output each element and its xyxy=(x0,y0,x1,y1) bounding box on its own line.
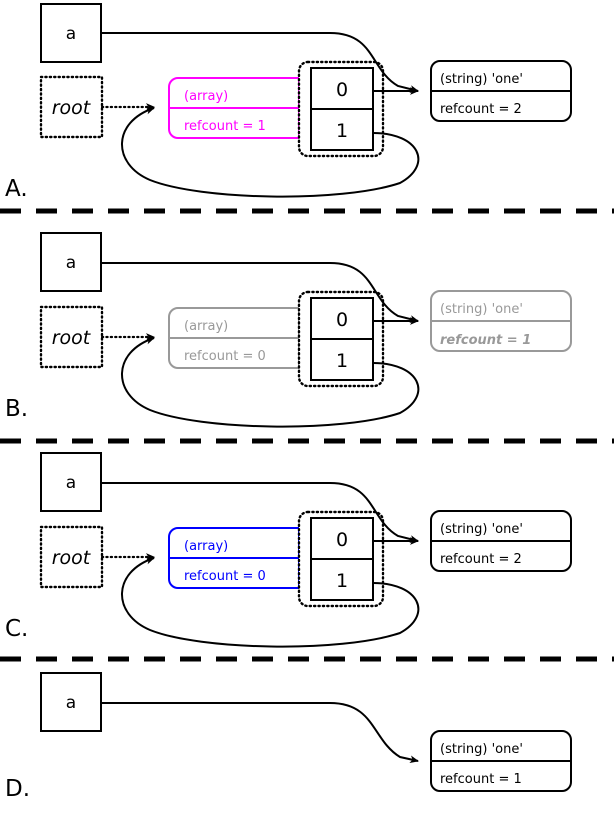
panel-C-edge-cell1-to-array xyxy=(121,556,420,648)
panel-B-variable-label: a xyxy=(66,253,76,273)
panel-C-array-refcount: refcount = 0 xyxy=(184,569,266,584)
panel-A-cell-1-label: 1 xyxy=(336,120,348,142)
panel-A-variable-box[interactable]: a xyxy=(40,3,102,63)
panel-A-letter: A. xyxy=(5,176,28,202)
panel-C-cells: 0 1 xyxy=(297,510,385,608)
panel-B-edge-a-to-string xyxy=(101,262,419,323)
panel-A-cell-0-label: 0 xyxy=(336,79,348,101)
panel-A: A. a root (array) refcount = 1 0 1 xyxy=(5,3,572,202)
panel-C-array-type: (array) xyxy=(184,539,228,554)
panel-B-cell-1[interactable] xyxy=(310,338,374,381)
panel-C-cell-0-label: 0 xyxy=(336,529,348,551)
panel-B-string-type: (string) 'one' xyxy=(440,302,523,317)
panel-C-cell-0[interactable] xyxy=(310,517,374,560)
panel-B-array-refcount: refcount = 0 xyxy=(184,349,266,364)
panel-C-variable-box[interactable]: a xyxy=(40,452,102,512)
panel-C-edge-a-to-string xyxy=(101,482,419,543)
panel-B-cell-1-label: 1 xyxy=(336,350,348,372)
panel-A-root-box[interactable]: root xyxy=(39,75,104,139)
panel-B-root-box[interactable]: root xyxy=(39,305,104,369)
panel-C-string-type: (string) 'one' xyxy=(440,522,523,537)
panel-B-cell-0[interactable] xyxy=(310,297,374,340)
panel-A-root-label: root xyxy=(52,97,92,119)
panel-A-edge-a-to-string xyxy=(101,32,419,93)
panel-B-string-node[interactable]: (string) 'one' refcount = 1 xyxy=(430,290,572,352)
panel-B-cell-0-label: 0 xyxy=(336,309,348,331)
panel-A-variable-label: a xyxy=(66,24,76,44)
panel-B-edge-cell1-to-array xyxy=(121,336,420,428)
panel-D-letter: D. xyxy=(5,776,30,802)
panel-B-cells: 0 1 xyxy=(297,290,385,388)
panel-C-root-label: root xyxy=(52,547,92,569)
panel-A-edge-cell1-to-array xyxy=(121,106,420,198)
panel-A-cell-1[interactable] xyxy=(310,108,374,151)
panel-D-string-node[interactable]: (string) 'one' refcount = 1 xyxy=(430,730,572,792)
panel-C-string-refcount: refcount = 2 xyxy=(440,552,522,567)
panel-D-edge-a-to-string xyxy=(101,702,419,764)
panel-A-string-refcount: refcount = 2 xyxy=(440,102,522,117)
panel-D-variable-label: a xyxy=(66,693,76,713)
panel-A-array-refcount: refcount = 1 xyxy=(184,119,266,134)
panel-C-variable-label: a xyxy=(66,473,76,493)
panel-D-string-refcount: refcount = 1 xyxy=(440,772,522,787)
panel-C-array-node[interactable]: (array) refcount = 0 xyxy=(168,527,300,589)
panel-A-array-type: (array) xyxy=(184,89,228,104)
panel-C-root-box[interactable]: root xyxy=(39,525,104,589)
panel-B: B. a root (array) refcount = 0 0 1 (stri… xyxy=(5,232,572,428)
panel-B-array-type: (array) xyxy=(184,319,228,334)
panel-A-cells: 0 1 xyxy=(297,60,385,158)
panel-B-root-label: root xyxy=(52,327,92,349)
panel-C-cell-1[interactable] xyxy=(310,558,374,601)
panel-A-cell-0[interactable] xyxy=(310,67,374,110)
panel-D-variable-box[interactable]: a xyxy=(40,672,102,732)
panel-A-string-type: (string) 'one' xyxy=(440,72,523,87)
panel-A-string-node[interactable]: (string) 'one' refcount = 2 xyxy=(430,60,572,122)
panel-B-variable-box[interactable]: a xyxy=(40,232,102,292)
panel-B-letter: B. xyxy=(5,396,28,422)
panel-C-string-node[interactable]: (string) 'one' refcount = 2 xyxy=(430,510,572,572)
panel-D: D. a (string) 'one' refcount = 1 xyxy=(5,672,572,802)
panel-C-letter: C. xyxy=(5,616,28,642)
panel-C: C. a root (array) refcount = 0 0 1 (stri… xyxy=(5,452,572,648)
panel-C-cell-1-label: 1 xyxy=(336,570,348,592)
panel-B-array-node[interactable]: (array) refcount = 0 xyxy=(168,307,300,369)
panel-D-string-type: (string) 'one' xyxy=(440,742,523,757)
panel-B-string-refcount: refcount = 1 xyxy=(440,333,531,348)
panel-A-array-node[interactable]: (array) refcount = 1 xyxy=(168,77,300,139)
